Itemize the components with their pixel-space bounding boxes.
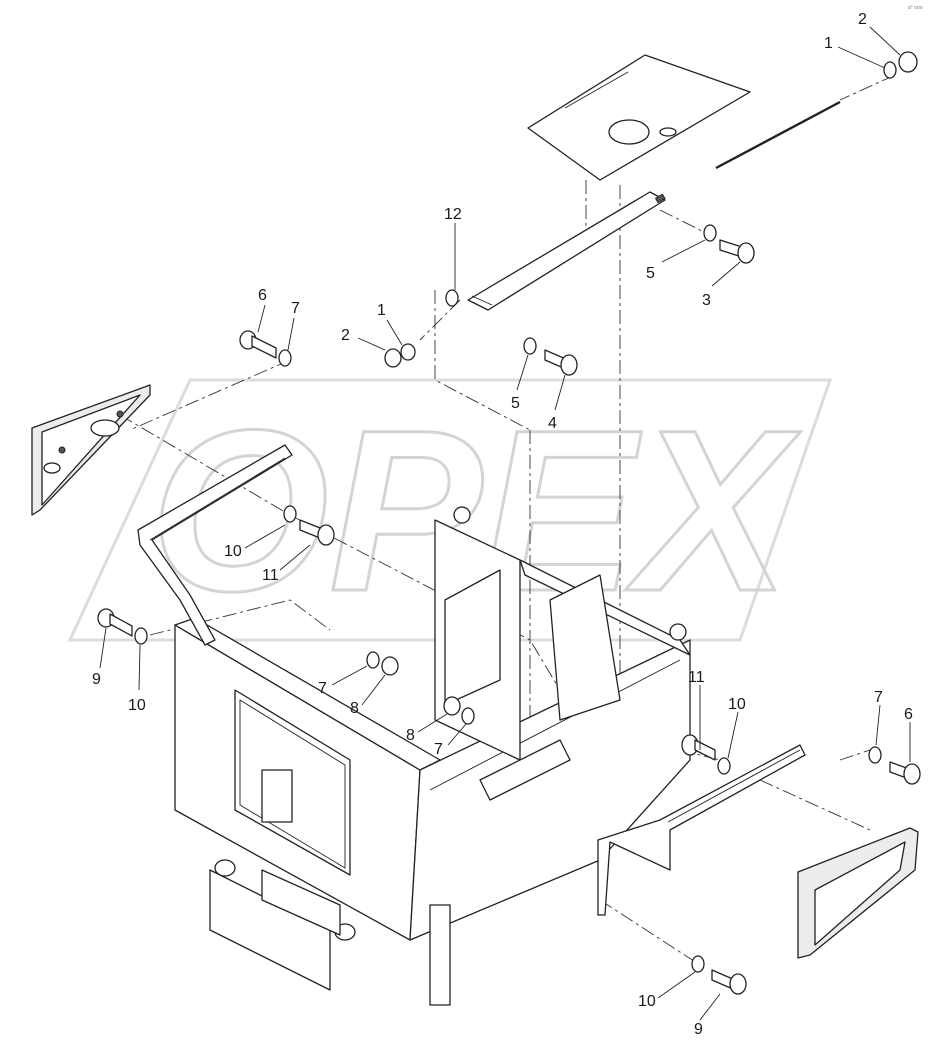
- bolt-head-icon: [903, 763, 921, 785]
- washer-icon: [134, 627, 148, 645]
- callout-label: 11: [262, 567, 279, 584]
- washer-icon: [691, 955, 705, 973]
- washer-icon: [366, 651, 380, 669]
- callout-label: 6: [904, 706, 913, 723]
- callout-label: 11: [688, 669, 705, 686]
- nut-icon: [898, 51, 918, 73]
- left-side-bracket: [137, 444, 293, 646]
- top-cover-plate: [527, 54, 841, 181]
- callout-label: 7: [874, 689, 883, 706]
- top-mounting-bar: [467, 191, 666, 311]
- callout-label: 2: [858, 11, 867, 28]
- right-wedge-panel: [797, 827, 919, 959]
- bolt-head-icon: [317, 524, 335, 546]
- callout-label: 9: [694, 1021, 703, 1038]
- nut-icon: [443, 696, 461, 716]
- callout-label: 10: [224, 543, 242, 560]
- callout-label: 10: [728, 696, 746, 713]
- washer-icon: [523, 337, 537, 355]
- callout-label: 7: [291, 300, 300, 317]
- callout-label: 4: [548, 415, 557, 432]
- callout-label: 10: [638, 993, 656, 1010]
- callout-label: 5: [646, 265, 655, 282]
- washer-icon: [461, 707, 475, 725]
- callout-label: 7: [434, 741, 443, 758]
- callout-label: 7: [318, 680, 327, 697]
- hardware-fasteners: [97, 51, 921, 995]
- bolt-head-icon: [560, 354, 578, 376]
- callout-label: 9: [92, 671, 101, 688]
- callout-label: 1: [824, 35, 833, 52]
- washer-icon: [445, 289, 459, 307]
- callout-label: 8: [406, 727, 415, 744]
- callout-label: 1: [377, 302, 386, 319]
- left-wedge-panel: [31, 384, 151, 516]
- main-frame: [174, 506, 691, 1006]
- bolt-head-icon: [737, 242, 755, 264]
- callout-label: 8: [350, 700, 359, 717]
- washer-icon: [717, 757, 731, 775]
- washer-icon: [400, 343, 416, 361]
- callout-label: 2: [341, 327, 350, 344]
- washer-icon: [278, 349, 292, 367]
- washer-icon: [868, 746, 882, 764]
- washer-icon: [883, 61, 897, 79]
- callout-label: 5: [511, 395, 520, 412]
- callout-label: 10: [128, 697, 146, 714]
- callout-label: 6: [258, 287, 267, 304]
- nut-icon: [381, 656, 399, 676]
- bolt-head-icon: [729, 973, 747, 995]
- right-side-bracket: [597, 744, 806, 916]
- corner-mark: a° ooo: [908, 5, 923, 11]
- callout-leaders: [99, 26, 911, 1021]
- washer-icon: [283, 505, 297, 523]
- nut-icon: [384, 348, 402, 368]
- washer-icon: [703, 224, 717, 242]
- callout-label: 3: [702, 292, 711, 309]
- callout-label: 12: [444, 206, 462, 223]
- callout-labels: 2 1 12 5 3 6 7 1 2 5 4 10 11 9 10 7 8 8 …: [92, 11, 913, 1038]
